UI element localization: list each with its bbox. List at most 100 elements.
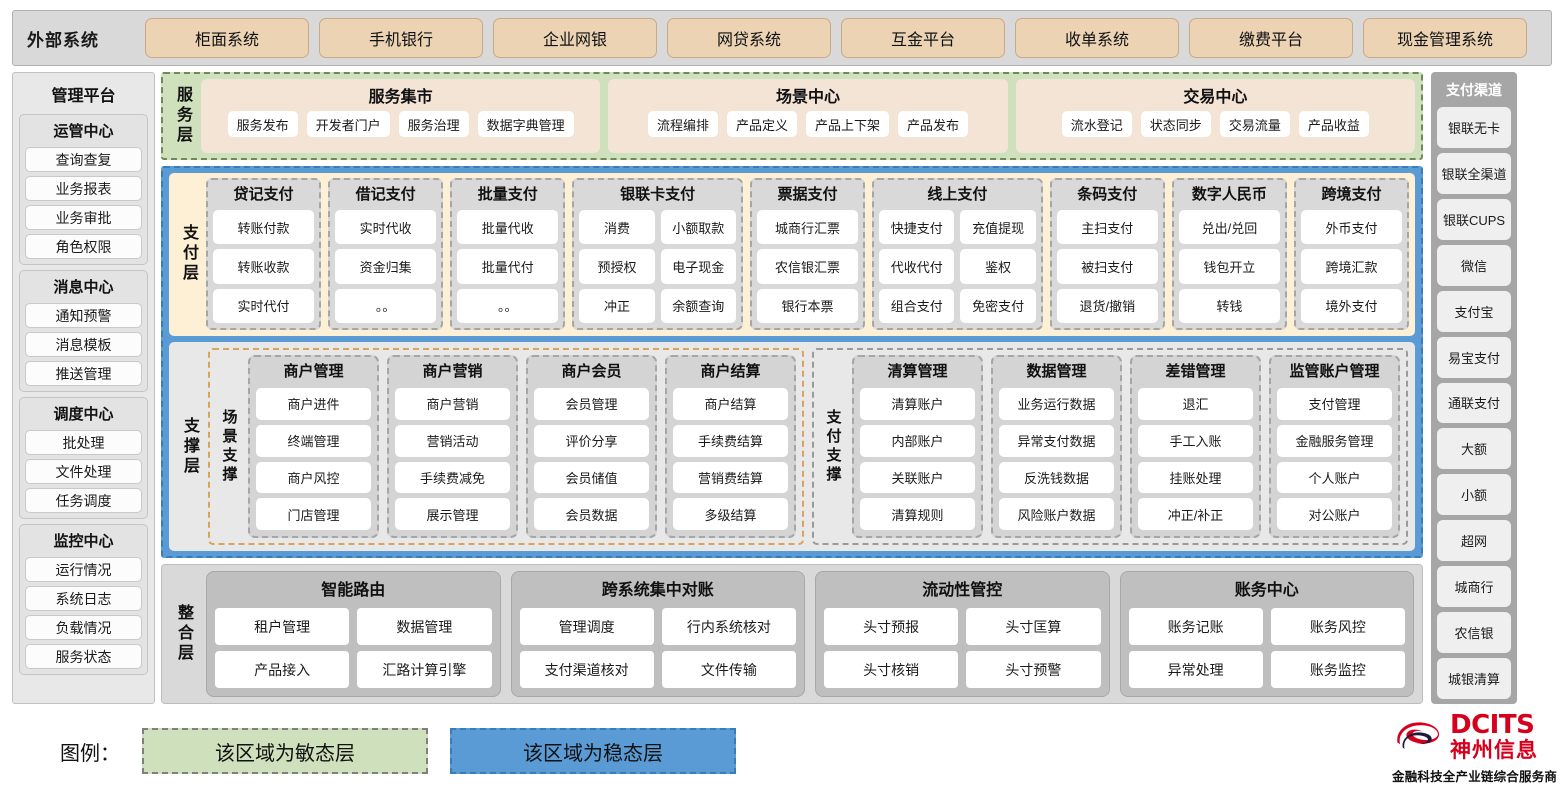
payment-item[interactable]: 鉴权 xyxy=(960,249,1036,284)
payment-channel-item[interactable]: 城商行 xyxy=(1437,566,1511,608)
support-item[interactable]: 展示管理 xyxy=(395,498,510,530)
support-item[interactable]: 退汇 xyxy=(1138,388,1253,420)
support-item[interactable]: 清算规则 xyxy=(860,498,975,530)
management-item[interactable]: 查询查复 xyxy=(25,147,142,172)
support-item[interactable]: 反洗钱数据 xyxy=(999,461,1114,494)
management-item[interactable]: 服务状态 xyxy=(25,644,142,669)
integration-item[interactable]: 头寸核销 xyxy=(824,651,959,688)
payment-item[interactable]: 退货/撤销 xyxy=(1056,288,1158,323)
integration-item[interactable]: 头寸预警 xyxy=(966,651,1101,688)
payment-channel-item[interactable]: 银联CUPS xyxy=(1437,198,1511,240)
payment-item[interactable]: 境外支付 xyxy=(1300,288,1403,323)
payment-item[interactable]: 。。 xyxy=(457,288,559,323)
integration-item[interactable]: 账务风控 xyxy=(1270,608,1405,645)
payment-item[interactable]: 组合支付 xyxy=(879,288,955,323)
payment-item[interactable]: 实时代收 xyxy=(335,210,437,245)
management-item[interactable]: 运行情况 xyxy=(25,557,142,582)
external-system-chip[interactable]: 手机银行 xyxy=(319,18,483,58)
support-item[interactable]: 会员管理 xyxy=(534,388,649,420)
payment-item[interactable]: 批量代收 xyxy=(457,210,559,245)
payment-item[interactable]: 资金归集 xyxy=(335,249,437,284)
integration-item[interactable]: 行内系统核对 xyxy=(661,608,796,645)
support-item[interactable]: 挂账处理 xyxy=(1138,461,1253,494)
external-system-chip[interactable]: 企业网银 xyxy=(493,18,657,58)
payment-item[interactable]: 银行本票 xyxy=(756,288,859,323)
service-item[interactable]: 开发者门户 xyxy=(306,111,390,137)
support-item[interactable]: 商户进件 xyxy=(256,388,371,420)
payment-channel-item[interactable]: 城银清算 xyxy=(1437,658,1511,699)
payment-item[interactable]: 实时代付 xyxy=(213,288,315,323)
integration-item[interactable]: 汇路计算引擎 xyxy=(357,651,492,688)
payment-channel-item[interactable]: 超网 xyxy=(1437,520,1511,562)
service-item[interactable]: 产品发布 xyxy=(898,111,969,137)
support-item[interactable]: 异常支付数据 xyxy=(999,424,1114,457)
service-item[interactable]: 服务治理 xyxy=(398,111,469,137)
payment-item[interactable]: 代收代付 xyxy=(879,249,955,284)
payment-item[interactable]: 电子现金 xyxy=(660,249,736,284)
support-item[interactable]: 营销费结算 xyxy=(673,461,788,494)
external-system-chip[interactable]: 现金管理系统 xyxy=(1363,18,1527,58)
payment-item[interactable]: 钱包开立 xyxy=(1178,249,1280,284)
service-item[interactable]: 流程编排 xyxy=(647,111,718,137)
integration-item[interactable]: 产品接入 xyxy=(215,651,350,688)
external-system-chip[interactable]: 互金平台 xyxy=(841,18,1005,58)
management-item[interactable]: 任务调度 xyxy=(25,488,142,513)
payment-item[interactable]: 转账收款 xyxy=(213,249,315,284)
support-item[interactable]: 营销活动 xyxy=(395,424,510,457)
integration-item[interactable]: 数据管理 xyxy=(357,608,492,645)
service-item[interactable]: 产品定义 xyxy=(726,111,797,137)
external-system-chip[interactable]: 缴费平台 xyxy=(1189,18,1353,58)
support-item[interactable]: 对公账户 xyxy=(1277,498,1392,530)
service-item[interactable]: 产品上下架 xyxy=(805,111,889,137)
payment-item[interactable]: 批量代付 xyxy=(457,249,559,284)
management-item[interactable]: 业务审批 xyxy=(25,205,142,230)
support-item[interactable]: 手工入账 xyxy=(1138,424,1253,457)
management-item[interactable]: 负载情况 xyxy=(25,615,142,640)
support-item[interactable]: 风险账户数据 xyxy=(999,498,1114,530)
payment-channel-item[interactable]: 农信银 xyxy=(1437,612,1511,654)
service-item[interactable]: 状态同步 xyxy=(1140,111,1211,137)
payment-channel-item[interactable]: 小额 xyxy=(1437,474,1511,516)
support-item[interactable]: 支付管理 xyxy=(1277,388,1392,420)
support-item[interactable]: 门店管理 xyxy=(256,498,371,530)
support-item[interactable]: 多级结算 xyxy=(673,498,788,530)
management-item[interactable]: 角色权限 xyxy=(25,234,142,259)
payment-channel-item[interactable]: 银联全渠道 xyxy=(1437,152,1511,194)
integration-item[interactable]: 租户管理 xyxy=(215,608,350,645)
integration-item[interactable]: 异常处理 xyxy=(1128,651,1263,688)
support-item[interactable]: 金融服务管理 xyxy=(1277,424,1392,457)
payment-item[interactable]: 消费 xyxy=(579,210,655,245)
support-item[interactable]: 手续费减免 xyxy=(395,461,510,494)
support-item[interactable]: 冲正/补正 xyxy=(1138,498,1253,530)
external-system-chip[interactable]: 网贷系统 xyxy=(667,18,831,58)
service-item[interactable]: 服务发布 xyxy=(227,111,298,137)
support-item[interactable]: 关联账户 xyxy=(860,461,975,494)
payment-channel-item[interactable]: 大额 xyxy=(1437,428,1511,470)
payment-item[interactable]: 预授权 xyxy=(579,249,655,284)
payment-item[interactable]: 免密支付 xyxy=(960,288,1036,323)
payment-item[interactable]: 。。 xyxy=(335,288,437,323)
payment-item[interactable]: 城商行汇票 xyxy=(756,210,859,245)
support-item[interactable]: 会员储值 xyxy=(534,461,649,494)
service-item[interactable]: 产品收益 xyxy=(1298,111,1369,137)
management-item[interactable]: 推送管理 xyxy=(25,361,142,386)
integration-item[interactable]: 头寸匡算 xyxy=(966,608,1101,645)
support-item[interactable]: 个人账户 xyxy=(1277,461,1392,494)
support-item[interactable]: 终端管理 xyxy=(256,424,371,457)
integration-item[interactable]: 账务监控 xyxy=(1270,651,1405,688)
management-item[interactable]: 业务报表 xyxy=(25,176,142,201)
support-item[interactable]: 商户风控 xyxy=(256,461,371,494)
management-item[interactable]: 批处理 xyxy=(25,430,142,455)
payment-item[interactable]: 小额取款 xyxy=(660,210,736,245)
support-item[interactable]: 清算账户 xyxy=(860,388,975,420)
support-item[interactable]: 会员数据 xyxy=(534,498,649,530)
support-item[interactable]: 商户营销 xyxy=(395,388,510,420)
payment-item[interactable]: 余额查询 xyxy=(660,288,736,323)
support-item[interactable]: 评价分享 xyxy=(534,424,649,457)
payment-item[interactable]: 兑出/兑回 xyxy=(1178,210,1280,245)
integration-item[interactable]: 管理调度 xyxy=(519,608,654,645)
payment-channel-item[interactable]: 微信 xyxy=(1437,244,1511,286)
support-item[interactable]: 内部账户 xyxy=(860,424,975,457)
payment-item[interactable]: 冲正 xyxy=(579,288,655,323)
external-system-chip[interactable]: 收单系统 xyxy=(1015,18,1179,58)
